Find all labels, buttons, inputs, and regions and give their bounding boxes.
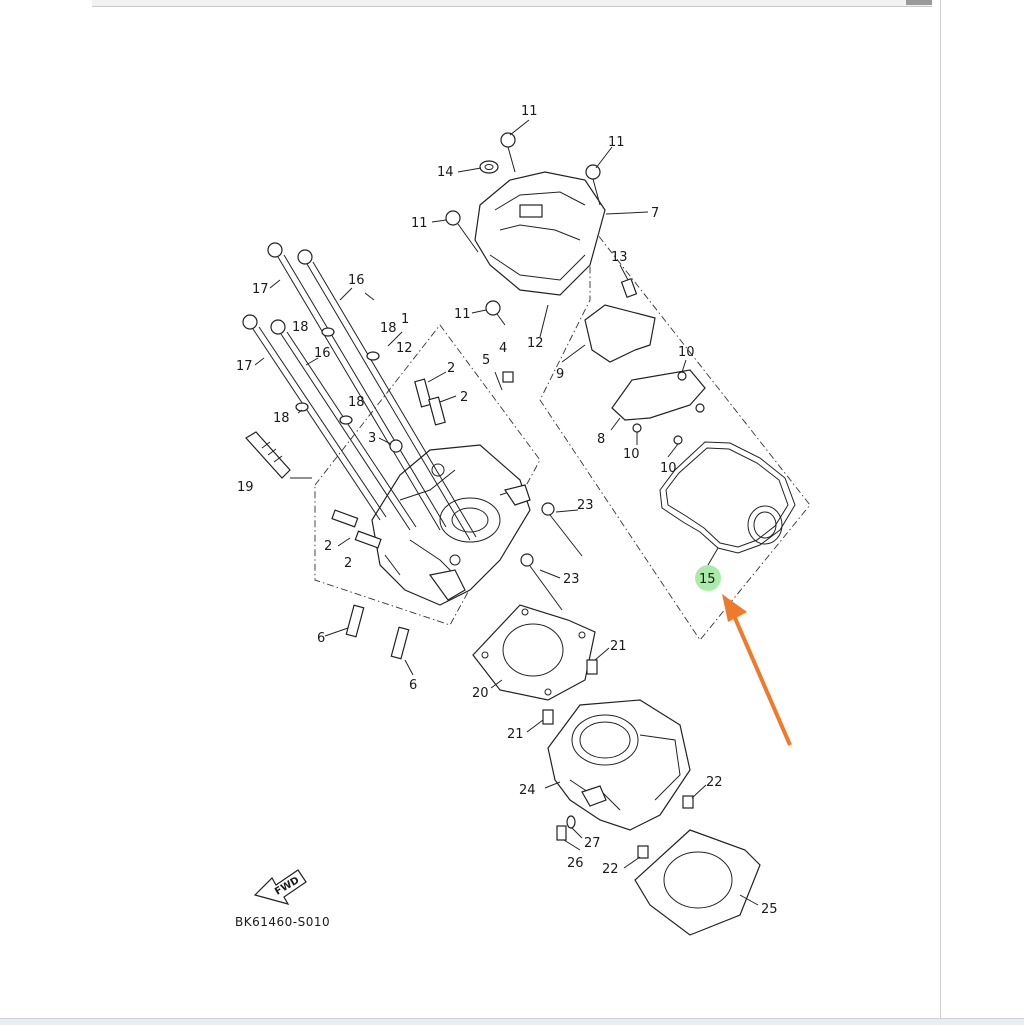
dowel-22-a <box>682 795 694 809</box>
callout-18d: 18 <box>348 395 365 410</box>
fwd-arrow-icon: FWD <box>253 869 307 905</box>
dowel-pin-13 <box>620 278 638 298</box>
callout-25: 25 <box>761 902 778 917</box>
callout-1: 1 <box>401 312 409 327</box>
bolt-23-b <box>520 553 563 611</box>
callout-4: 4 <box>499 341 507 356</box>
frame-bottom-border <box>0 1018 1024 1025</box>
callout-22a: 22 <box>706 775 723 790</box>
washer-18-b <box>366 351 380 361</box>
bolt-11-c <box>445 210 479 253</box>
leader-lines <box>254 119 759 906</box>
o-ring-27 <box>566 815 576 829</box>
seal-washer-14 <box>479 160 499 174</box>
callout-22b: 22 <box>602 862 619 877</box>
callout-23b: 23 <box>563 572 580 587</box>
callout-labels: 1 2 2 2 2 3 4 5 6 6 7 8 9 10 10 10 11 11… <box>236 104 778 917</box>
callout-21b: 21 <box>507 727 524 742</box>
callout-17a: 17 <box>252 282 269 297</box>
callout-11a: 11 <box>521 104 538 119</box>
callout-3: 3 <box>368 431 376 446</box>
callout-2b: 2 <box>460 390 468 405</box>
washer-18-d <box>339 415 353 425</box>
callout-12b: 12 <box>527 336 544 351</box>
callout-8: 8 <box>597 432 605 447</box>
callout-11d: 11 <box>454 307 471 322</box>
callout-12a: 12 <box>396 341 413 356</box>
frame-right-border <box>940 0 941 1020</box>
callout-26: 26 <box>567 856 584 871</box>
stud-bolt-16-b <box>270 319 417 531</box>
callout-7: 7 <box>651 206 659 221</box>
cylinder-head <box>371 444 531 606</box>
diagram-code: BK61460-S010 <box>235 915 330 929</box>
cylinder-block-24 <box>547 699 691 831</box>
dowel-21-b <box>542 709 554 725</box>
valve-guide-2-b <box>428 396 446 426</box>
stud-6-a <box>345 604 365 638</box>
callout-27: 27 <box>584 836 601 851</box>
head-gasket-20 <box>472 604 596 701</box>
callout-2d: 2 <box>344 556 352 571</box>
bolt-11-b <box>585 164 601 206</box>
base-gasket-25 <box>634 829 761 936</box>
orange-pointer-arrow-icon <box>722 594 792 746</box>
callout-5: 5 <box>482 353 490 368</box>
valve-guide-2-d <box>354 530 382 549</box>
callout-19: 19 <box>237 480 254 495</box>
callout-6a: 6 <box>317 631 325 646</box>
scroll-thumb[interactable] <box>906 0 932 5</box>
callout-10c: 10 <box>660 461 677 476</box>
stud-bolt-17-b <box>242 314 387 521</box>
callout-10b: 10 <box>623 447 640 462</box>
valve-cover <box>474 171 606 296</box>
callout-24: 24 <box>519 783 536 798</box>
bracket-8 <box>611 369 706 445</box>
dowel-22-b <box>637 845 649 859</box>
callout-16b: 16 <box>314 346 331 361</box>
callout-17b: 17 <box>236 359 253 374</box>
pin-5 <box>494 371 503 391</box>
callout-14: 14 <box>437 165 454 180</box>
bolt-23-a <box>541 502 583 557</box>
dowel-21-a <box>586 659 598 675</box>
highlight-marker-15[interactable] <box>695 565 721 591</box>
screw-4 <box>502 371 514 383</box>
stud-bolt-17-a <box>267 242 447 531</box>
callout-2c: 2 <box>324 539 332 554</box>
callout-16a: 16 <box>348 273 365 288</box>
nut-3 <box>389 439 403 453</box>
stud-bolt-16-a <box>297 249 477 541</box>
bolt-11-d <box>485 300 506 326</box>
valve-guide-2-c <box>331 509 359 528</box>
callout-11b: 11 <box>608 135 625 150</box>
valve-cover-group-outline <box>539 223 811 641</box>
washer-18-c <box>295 402 309 412</box>
stud-6-b <box>390 626 410 660</box>
callout-2a: 2 <box>447 361 455 376</box>
valve-cover-gasket-15 <box>659 441 796 554</box>
spark-plug-19 <box>245 431 291 479</box>
callout-6b: 6 <box>409 678 417 693</box>
callout-15: 15 <box>699 572 716 587</box>
valve-guide-2-a <box>414 378 432 408</box>
washer-18-a <box>321 327 335 337</box>
callout-18c: 18 <box>273 411 290 426</box>
bolt-26 <box>556 825 567 841</box>
callout-18a: 18 <box>292 320 309 335</box>
callout-11c: 11 <box>411 216 428 231</box>
window-top-bar <box>92 0 932 7</box>
callout-18b: 18 <box>380 321 397 336</box>
callout-20: 20 <box>472 686 489 701</box>
callout-23a: 23 <box>577 498 594 513</box>
breather-plate-9 <box>584 304 656 363</box>
bolt-11-a <box>500 132 516 173</box>
callout-21a: 21 <box>610 639 627 654</box>
callout-10a: 10 <box>678 345 695 360</box>
callout-9: 9 <box>556 367 564 382</box>
callout-13: 13 <box>611 250 628 265</box>
